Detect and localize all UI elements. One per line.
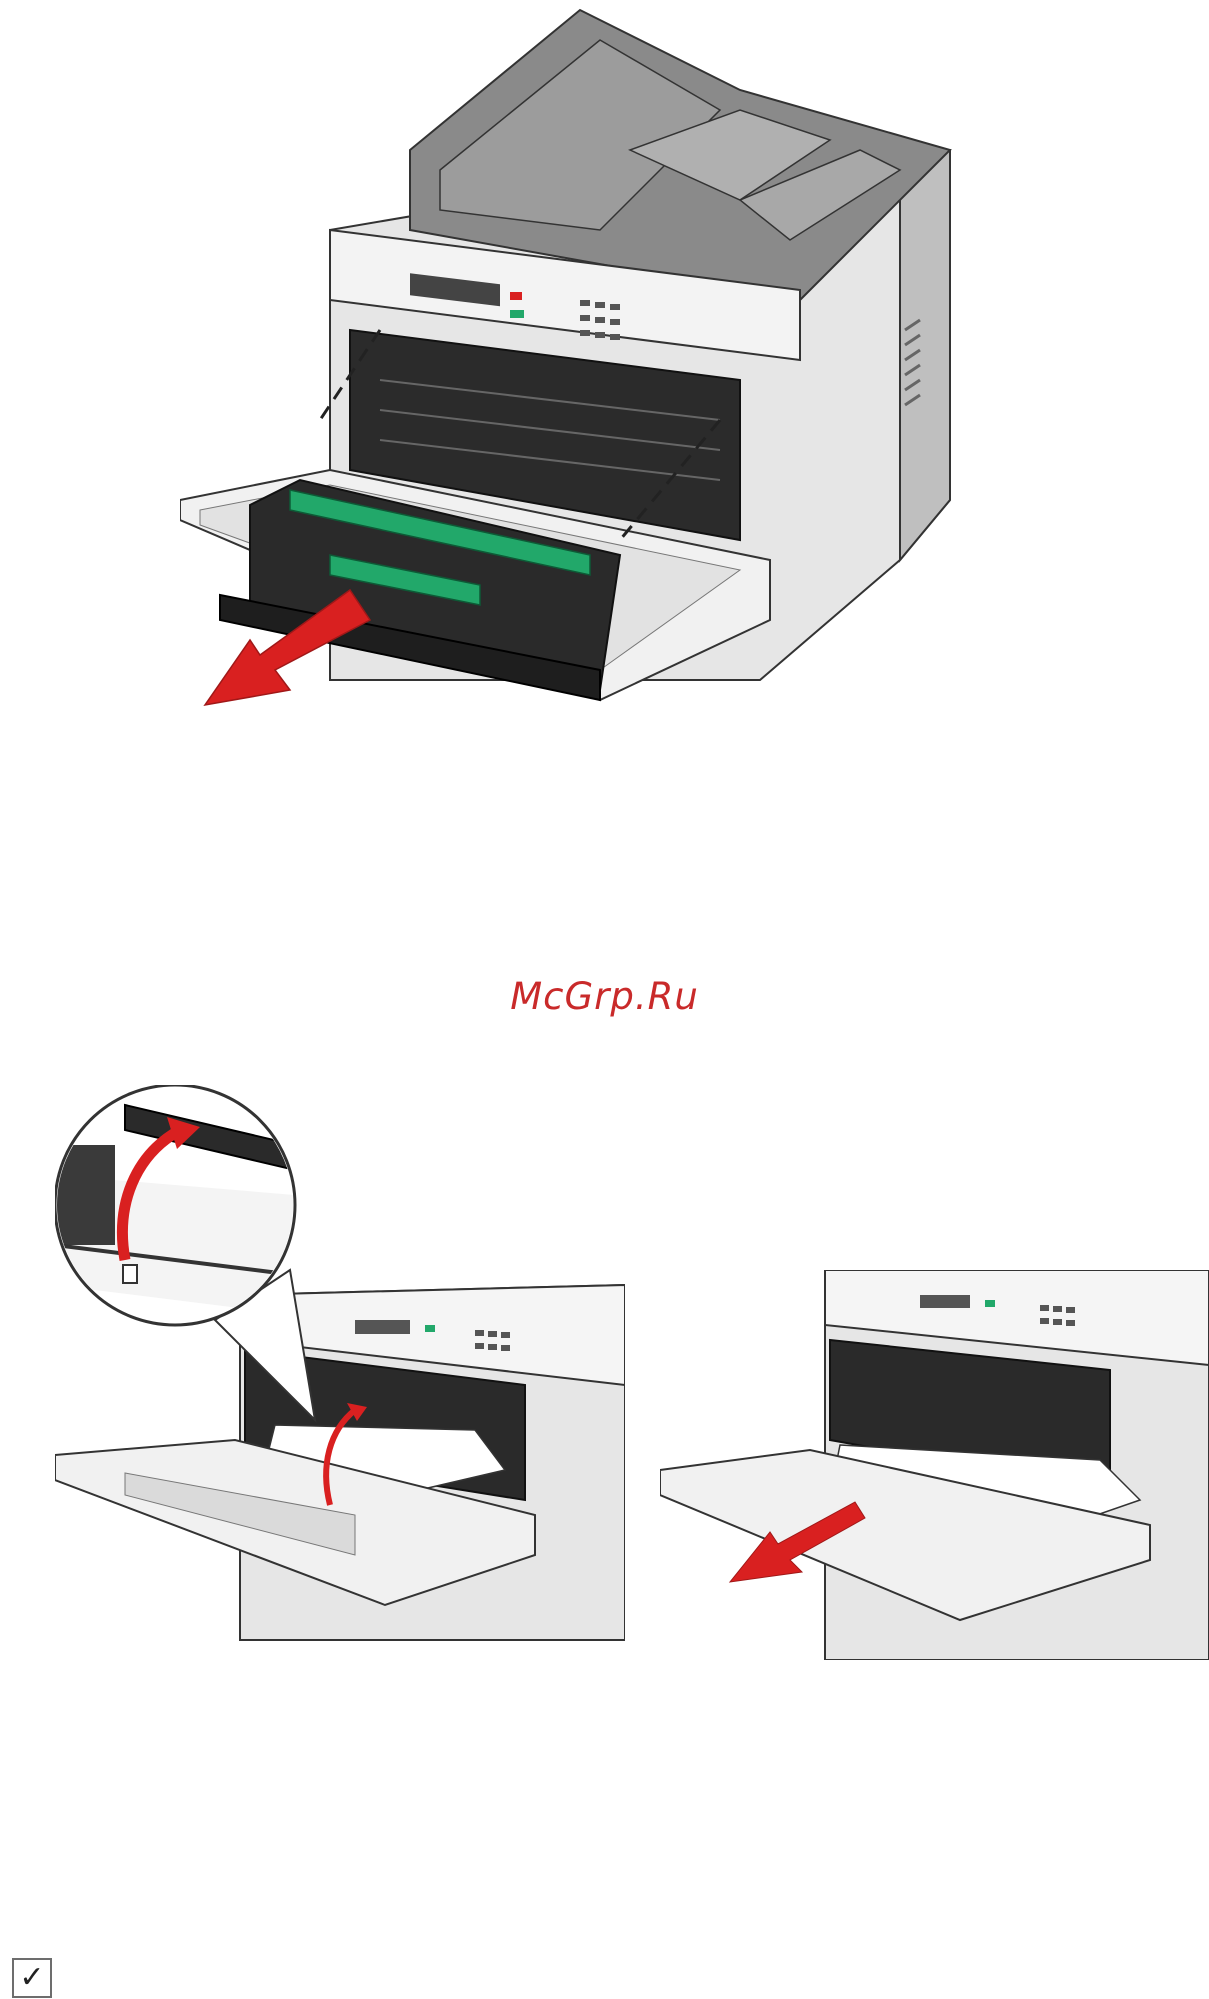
watermark-text: McGrp.Ru — [0, 975, 1209, 1018]
checkmark-icon: ✓ — [19, 1963, 44, 1993]
figure-remove-toner-cartridge — [180, 0, 960, 740]
note-checkmark-box: ✓ — [12, 1958, 52, 1998]
figure-pull-jammed-paper — [660, 1270, 1209, 1660]
figure-lift-jam-flap — [55, 1085, 625, 1655]
